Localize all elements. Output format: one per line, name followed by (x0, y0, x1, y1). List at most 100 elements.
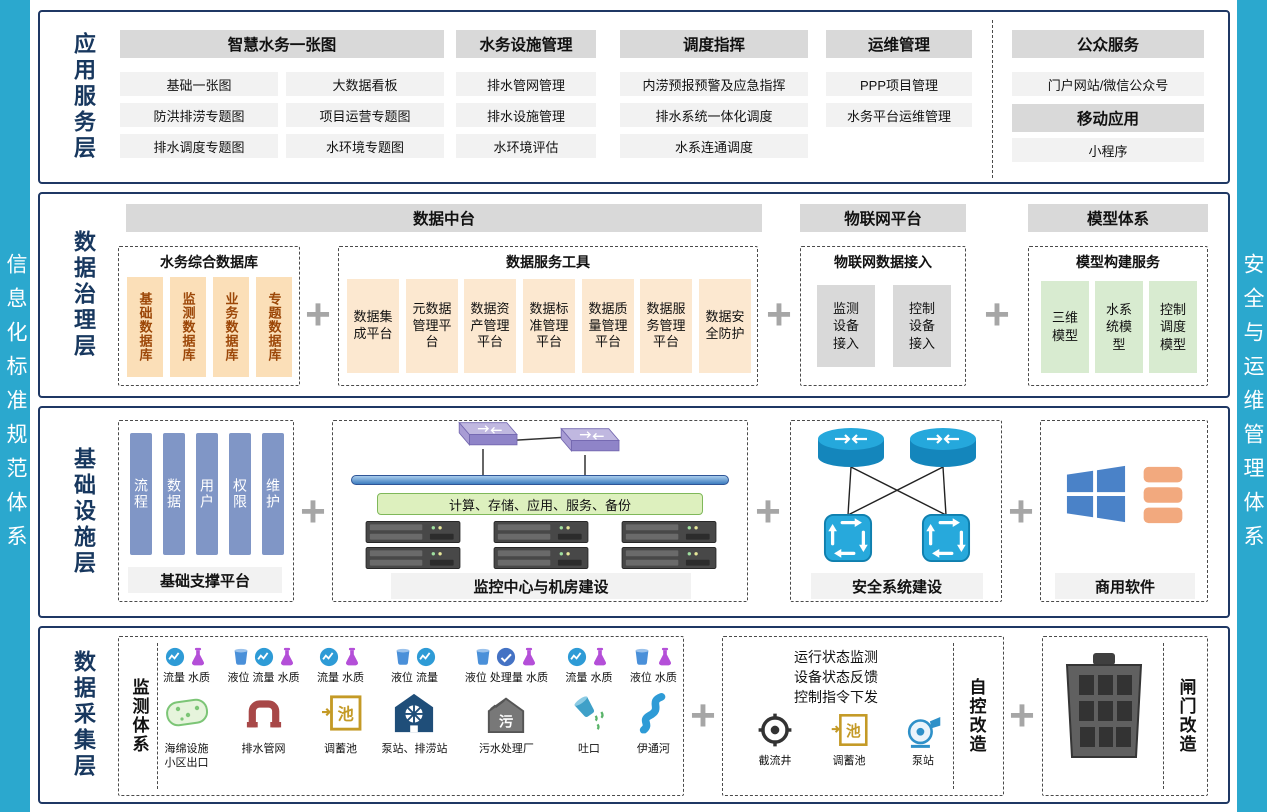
outfall-icon (570, 692, 608, 734)
level-icon (231, 647, 251, 667)
app-item-portal-wechat: 门户网站/微信公众号 (1012, 72, 1204, 96)
status-line: 运行状态监测 (794, 649, 878, 665)
tool-block-standard: 数据标准管理平台 (523, 279, 575, 373)
device-storage-tank: 调蓄池 (823, 711, 875, 768)
storage-tank-icon (320, 694, 362, 732)
data-tools-box: 数据服务工具 数据集成平台 元数据管理平台 数据资产管理平台 数据标准管理平台 … (338, 246, 758, 386)
iot-block-control-device: 控制设备接入 (893, 285, 951, 367)
water-quality-icon (342, 647, 362, 667)
data-governance-layer: 数据治理层 数据中台 物联网平台 模型体系 水务综合数据库 基础数据库 监测数据… (38, 192, 1230, 398)
commercial-software-box: 商用软件 (1040, 420, 1208, 602)
model-service-box: 模型构建服务 三维模型 水系统模型 控制调度模型 (1028, 246, 1208, 386)
water-quality-icon (590, 647, 610, 667)
db-block-monitor: 监测数据库 (170, 277, 206, 377)
station-pump-station: 液位 流量 泵站、排涝站 (381, 645, 447, 793)
header-iot-platform: 物联网平台 (800, 204, 966, 232)
right-sidebar: 安全与运维管理体系 (1237, 0, 1267, 812)
sponge-facility-icon (164, 696, 210, 730)
iot-block-monitor-device: 监测设备接入 (817, 285, 875, 367)
station-facility-name: 吐口 (577, 743, 600, 755)
sluice-gate-icon (1057, 651, 1151, 763)
data-tools-title: 数据服务工具 (506, 254, 590, 270)
database-box: 水务综合数据库 基础数据库 监测数据库 业务数据库 专题数据库 (118, 246, 300, 386)
river-icon (636, 691, 670, 735)
server-icon (621, 547, 717, 569)
security-system-box: 安全系统建设 (790, 420, 1002, 602)
app-item-integrated-dispatch: 排水系统一体化调度 (620, 103, 808, 127)
flow-icon (165, 647, 185, 667)
water-quality-icon (519, 647, 539, 667)
app-item-facility-mgmt: 排水设施管理 (456, 103, 596, 127)
level-icon (393, 647, 413, 667)
plus-sign: + (766, 290, 792, 339)
header-dispatch-command: 调度指挥 (620, 30, 808, 58)
software-stack-icon (1141, 465, 1185, 525)
water-quality-icon (188, 647, 208, 667)
left-sidebar: 信息化标准规范体系 (0, 0, 30, 812)
plus-sign: + (690, 691, 716, 740)
tool-block-asset: 数据资产管理平台 (464, 279, 516, 373)
model-block-3d: 三维模型 (1041, 281, 1089, 373)
station-storage-tank: 流量 水质 调蓄池 (317, 645, 364, 793)
dashed-divider (1163, 643, 1164, 789)
server-icon (365, 547, 461, 569)
layer-label-data-governance: 数据治理层 (71, 230, 96, 360)
plus-sign: + (755, 487, 781, 536)
station-facility-name: 调蓄池 (324, 743, 358, 755)
storage-tank-icon (830, 711, 868, 749)
support-bar-maintenance: 维护 (262, 433, 284, 555)
app-item-flood-map: 防洪排涝专题图 (120, 103, 278, 127)
station-sensors-label: 流量 水质 (565, 672, 613, 684)
monitor-center-caption: 监控中心与机房建设 (391, 573, 691, 599)
app-item-base-map: 基础一张图 (120, 72, 278, 96)
app-item-environment-map: 水环境专题图 (286, 134, 444, 158)
station-facility-name: 海绵设施 小区出口 (164, 743, 209, 770)
water-quality-icon (655, 647, 675, 667)
services-bar: 计算、存储、应用、服务、备份 (377, 493, 703, 515)
station-sewage-plant: 液位 处理量 水质 污水处理厂 (465, 645, 548, 793)
monitoring-system-box: 监测体系 流量 水质 海绵设施 小区出口 (118, 636, 684, 796)
station-list: 流量 水质 海绵设施 小区出口 液位 流量 水质 排水管网 (163, 645, 677, 793)
security-system-caption: 安全系统建设 (811, 573, 983, 599)
support-bar-permission: 权限 (229, 433, 251, 555)
db-block-base: 基础数据库 (127, 277, 163, 377)
device-name: 泵站 (912, 755, 934, 767)
model-block-control-dispatch: 控制调度模型 (1149, 281, 1197, 373)
header-smart-water-map: 智慧水务一张图 (120, 30, 444, 58)
app-item-river-dispatch: 水系连通调度 (620, 134, 808, 158)
auto-control-box: 运行状态监测 设备状态反馈 控制指令下发 自控改造 截流井 调蓄池 泵站 (722, 636, 1004, 796)
app-item-pipe-mgmt: 排水管网管理 (456, 72, 596, 96)
station-sponge-outlet: 流量 水质 海绵设施 小区出口 (163, 645, 210, 793)
server-icon (493, 547, 589, 569)
right-sidebar-title: 安全与运维管理体系 (1241, 253, 1264, 559)
tool-block-service: 数据服务管理平台 (640, 279, 692, 373)
station-outfall: 流量 水质 吐口 (565, 645, 612, 793)
level-icon (473, 647, 493, 667)
station-river: 液位 水质 伊通河 (630, 645, 677, 793)
left-sidebar-title: 信息化标准规范体系 (4, 253, 27, 559)
station-facility-name: 泵站、排涝站 (381, 743, 448, 755)
app-item-env-assess: 水环境评估 (456, 134, 596, 158)
monitor-center-box: 计算、存储、应用、服务、备份 监控中心与机房建设 (332, 420, 748, 602)
db-block-business: 业务数据库 (213, 277, 249, 377)
flow-icon (416, 647, 436, 667)
app-item-ppp: PPP项目管理 (826, 72, 972, 96)
router-icon (816, 426, 886, 469)
support-bar-data: 数据 (163, 433, 185, 555)
server-icon (493, 521, 589, 543)
network-switch-icon (458, 421, 518, 446)
server-icon (621, 521, 717, 543)
router-icon (908, 426, 978, 469)
station-sensors-label: 液位 处理量 水质 (464, 672, 548, 684)
station-facility-name: 伊通河 (636, 743, 670, 755)
plus-sign: + (305, 290, 331, 339)
model-block-water-system: 水系统模型 (1095, 281, 1143, 373)
support-bar-user: 用户 (196, 433, 218, 555)
plus-sign: + (984, 290, 1010, 339)
app-item-project-map: 项目运营专题图 (286, 103, 444, 127)
infrastructure-layer: 基础设施层 流程 数据 用户 权限 维护 基础支撑平台 + 计算、存储、应用、服… (38, 406, 1230, 618)
iot-access-box: 物联网数据接入 监测设备接入 控制设备接入 (800, 246, 966, 386)
header-facility-management: 水务设施管理 (456, 30, 596, 58)
header-data-platform: 数据中台 (126, 204, 762, 232)
status-line: 控制指令下发 (794, 689, 878, 705)
